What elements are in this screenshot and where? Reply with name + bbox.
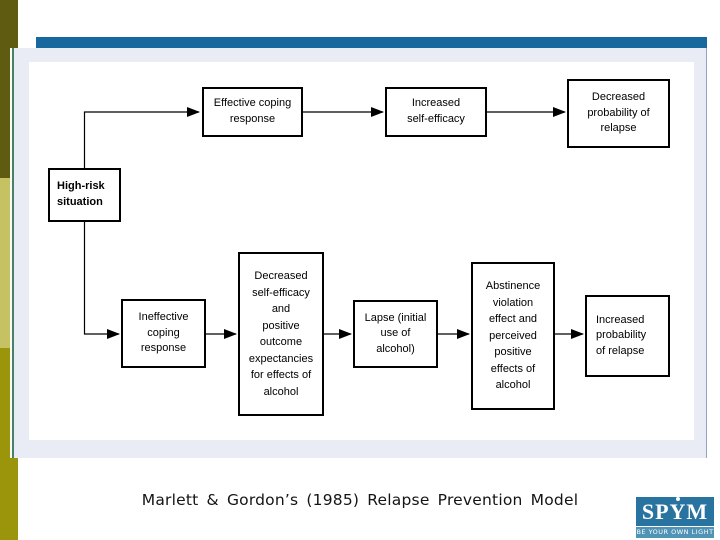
node-ineffective-coping-response: Ineffective coping response [121,299,206,368]
node-lapse-initial-use: Lapse (initial use of alcohol) [353,300,438,368]
logo-letter-s: S [641,498,656,524]
logo-tagline: BE YOUR OWN LIGHT [636,526,714,538]
slide-caption: Marlett & Gordon’s (1985) Relapse Preven… [141,491,579,509]
node-high-risk-situation: High-risk situation [48,168,121,222]
sidebar-white-sliver [10,48,12,458]
node-increased-self-efficacy: Increased self-efficacy [385,87,487,137]
node-effective-coping-response: Effective coping response [202,87,303,137]
node-increased-probability-of-relapse: Increased probability of relapse [585,295,670,377]
node-abstinence-violation-effect: Abstinence violation effect and perceive… [471,262,555,410]
logo-letter-y-person-icon: Y [669,498,687,524]
spym-logo-wordmark: S P Y M [636,497,714,526]
node-decreased-probability-of-relapse: Decreased probability of relapse [567,79,670,148]
node-decreased-self-efficacy-expectancies: Decreased self-efficacy and positive out… [238,252,324,416]
logo-letter-m: M [686,498,709,524]
sidebar-teal-line [12,48,14,458]
slide-top-bar [36,37,707,48]
logo-letter-p: P [655,498,670,524]
spym-logo: S P Y M BE YOUR OWN LIGHT [636,497,714,538]
